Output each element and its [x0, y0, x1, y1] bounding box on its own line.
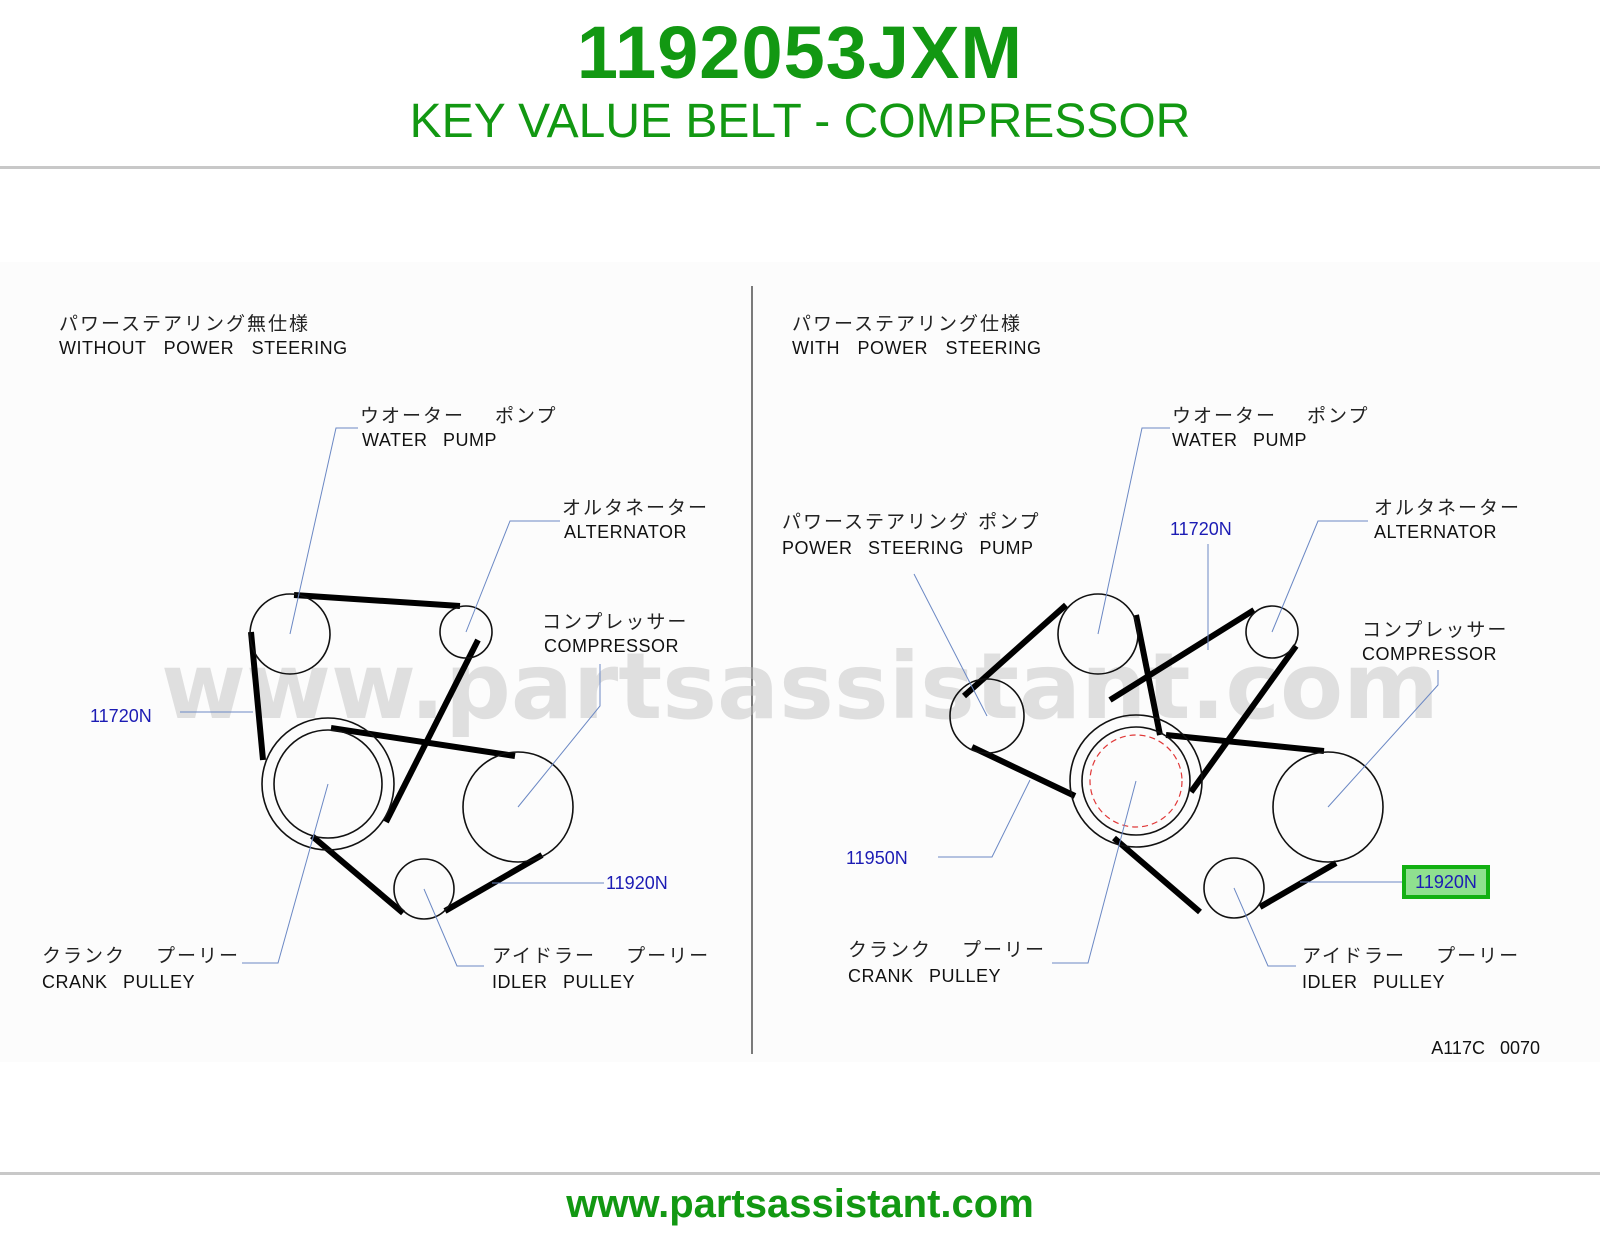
right-panel: パワーステアリング仕様 WITH POWER STEERING: [782, 313, 1540, 1058]
alternator-label-jp: オルタネーター: [562, 497, 709, 519]
selected-part-highlight[interactable]: [1402, 865, 1490, 899]
alternator-pulley[interactable]: [439, 605, 493, 659]
left-panel: パワーステアリング無仕様 WITHOUT POWER STEERING ウオータ…: [42, 313, 710, 992]
water-pump-label-jp: ウオーター ポンプ: [1172, 405, 1369, 427]
belt-segment: [293, 592, 461, 609]
leader-line: [1327, 670, 1439, 808]
leader-line: [1233, 887, 1296, 967]
compressor-pulley[interactable]: [1272, 751, 1384, 863]
belt-segment: [310, 833, 405, 916]
left-belt: [248, 592, 544, 916]
water-pump-pulley[interactable]: [1057, 593, 1139, 675]
belt-segment: [970, 744, 1077, 799]
belt-segment: [962, 602, 1068, 699]
right-belt: [962, 602, 1338, 915]
idler-pulley-label-en: IDLER PULLEY: [492, 972, 635, 992]
part-link-11920n[interactable]: 11920N: [606, 873, 668, 893]
water-pump-label-jp: ウオーター ポンプ: [360, 405, 557, 427]
crank-pulley-hidden-ring: [1089, 734, 1183, 828]
idler-pulley-label-jp: アイドラー プーリー: [1302, 945, 1520, 967]
idler-pulley[interactable]: [393, 858, 455, 920]
leader-line: [938, 779, 1031, 858]
idler-pulley-label-jp: アイドラー プーリー: [492, 945, 710, 967]
leader-line: [1097, 427, 1170, 635]
left-title-jp: パワーステアリング無仕様: [59, 313, 310, 335]
part-link-11720n[interactable]: 11720N: [1170, 519, 1232, 539]
water-pump-pulley[interactable]: [249, 593, 331, 675]
compressor-label-jp: コンプレッサー: [1362, 619, 1508, 641]
idler-pulley-label-en: IDLER PULLEY: [1302, 972, 1445, 992]
right-title-en: WITH POWER STEERING: [792, 338, 1042, 358]
belt-segment: [1108, 607, 1256, 703]
leader-line: [242, 783, 329, 964]
belt-segment: [1258, 860, 1338, 910]
right-title-jp: パワーステアリング仕様: [792, 313, 1022, 335]
crank-pulley-label-jp: クランク プーリー: [42, 945, 240, 967]
leader-line: [1052, 780, 1137, 964]
belt-segment: [1112, 835, 1202, 915]
leader-line: [1271, 520, 1368, 633]
water-pump-label-en: WATER PUMP: [1172, 430, 1307, 450]
leader-line: [517, 664, 601, 808]
water-pump-label-en: WATER PUMP: [362, 430, 497, 450]
compressor-label-en: COMPRESSOR: [544, 636, 679, 656]
footer-divider: [0, 1172, 1600, 1175]
part-number-title: 1192053JXM: [576, 11, 1024, 94]
part-description: KEY VALUE BELT - COMPRESSOR: [409, 95, 1191, 148]
crank-pulley-outer[interactable]: [261, 717, 395, 851]
left-title-en: WITHOUT POWER STEERING: [59, 338, 348, 358]
part-link-11920n-selected[interactable]: 11920N: [1415, 872, 1477, 892]
part-link-11950n[interactable]: 11950N: [846, 848, 908, 868]
crank-pulley-label-jp: クランク プーリー: [848, 939, 1046, 961]
compressor-pulley[interactable]: [462, 751, 574, 863]
footer-url[interactable]: www.partsassistant.com: [566, 1182, 1034, 1226]
diagram-reference-code: A117C 0070: [1431, 1038, 1540, 1058]
belt-segment: [383, 638, 481, 824]
alternator-label-en: ALTERNATOR: [1374, 522, 1497, 542]
part-link-11720n[interactable]: 11720N: [90, 706, 152, 726]
crank-pulley-outer[interactable]: [1069, 714, 1203, 848]
power-steering-pump-pulley[interactable]: [949, 678, 1025, 754]
belt-segment: [1165, 732, 1325, 754]
diagram-area: [0, 262, 1600, 1062]
compressor-label-jp: コンプレッサー: [542, 611, 688, 633]
alternator-pulley[interactable]: [1245, 605, 1299, 659]
power-steering-pump-label-jp: パワーステアリング ポンプ: [782, 511, 1041, 533]
alternator-label-en: ALTERNATOR: [564, 522, 687, 542]
belt-segment: [330, 725, 516, 759]
idler-pulley[interactable]: [1203, 857, 1265, 919]
crank-pulley-inner: [1081, 726, 1191, 836]
leader-line: [289, 427, 358, 635]
header-divider: [0, 166, 1600, 169]
crank-pulley-inner: [273, 729, 383, 839]
alternator-label-jp: オルタネーター: [1374, 497, 1521, 519]
watermark: www.partsassistant.com: [161, 633, 1439, 740]
compressor-label-en: COMPRESSOR: [1362, 644, 1497, 664]
leader-line: [913, 573, 988, 717]
belt-segment: [248, 631, 266, 761]
leader-line: [465, 520, 560, 633]
power-steering-pump-label-en: POWER STEERING PUMP: [782, 538, 1034, 558]
crank-pulley-label-en: CRANK PULLEY: [42, 972, 195, 992]
leader-line: [423, 888, 484, 967]
belt-segment: [1188, 644, 1299, 794]
crank-pulley-label-en: CRANK PULLEY: [848, 966, 1001, 986]
